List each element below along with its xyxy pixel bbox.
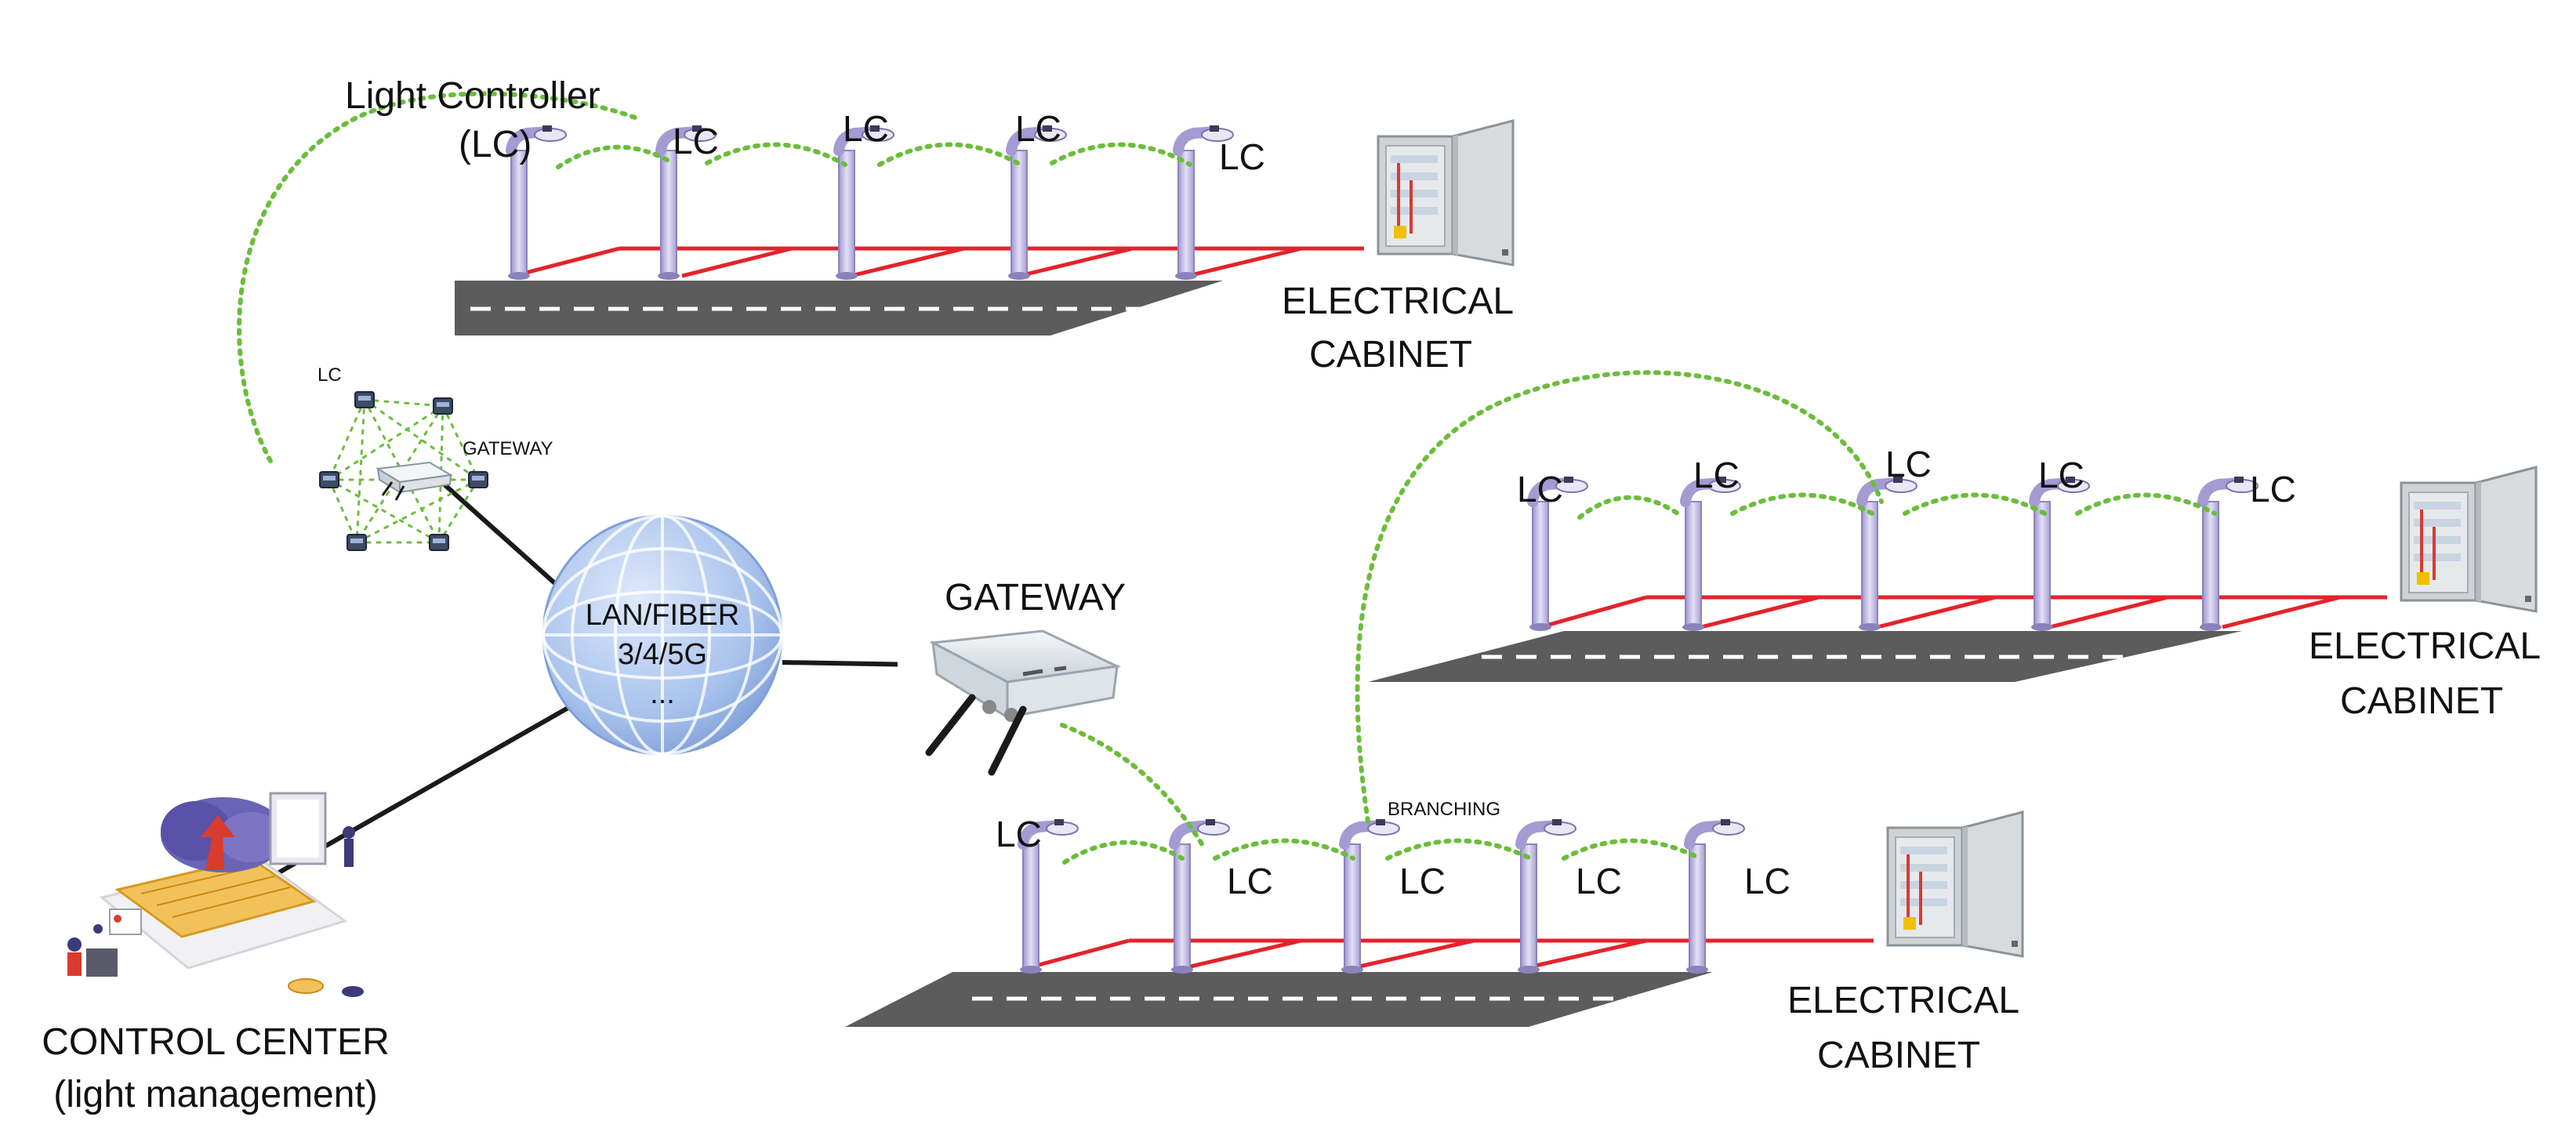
lc-label: LC [843, 108, 889, 149]
control-center-subtitle: (light management) [53, 1074, 378, 1115]
electrical-cabinet-label: ELECTRICAL [1787, 980, 2019, 1021]
lc-label: LC [1693, 455, 1740, 495]
gateway-small-label: GATEWAY [463, 438, 553, 459]
road-bottom [845, 972, 1713, 1027]
branching-label: BRANCHING [1388, 799, 1500, 820]
labels: Light Controller (LC) LC LC LC LC ELECTR… [42, 75, 2541, 1115]
lc-label: LC [1015, 108, 1061, 149]
network-type-label: ... [650, 677, 675, 710]
lc-label: LC [2038, 455, 2084, 495]
lc-label: LC [1399, 861, 1446, 901]
power-wire-right [1540, 595, 2387, 629]
power-wire-top [513, 246, 1368, 278]
mesh-links [237, 91, 2217, 865]
electrical-cabinet-label: ELECTRICAL [2309, 626, 2541, 667]
street-right [1368, 461, 2549, 682]
gateway-device-icon [898, 604, 1125, 780]
lc-label: LC [1219, 136, 1265, 177]
lc-label: LC [673, 121, 719, 161]
street-bottom [845, 806, 2036, 1027]
lc-label: LC [1744, 861, 1791, 901]
electrical-cabinet-label: CABINET [1817, 1035, 1980, 1076]
lc-label: LC [1517, 469, 1563, 510]
lc-label: LC [996, 814, 1042, 854]
electrical-cabinet-icon [1872, 806, 2036, 962]
lc-cluster-label: LC [317, 364, 342, 386]
lc-label: LC [2250, 469, 2296, 510]
power-wire-bottom [1026, 938, 1878, 970]
gateway-label: GATEWAY [945, 577, 1126, 618]
lc-label: LC [1576, 861, 1622, 901]
lc-label: LC [1885, 444, 1932, 484]
lc-label: LC [1227, 861, 1273, 901]
lc-mesh-cluster [319, 391, 488, 551]
electrical-cabinet-label: CABINET [2340, 680, 2503, 722]
control-center-icon [67, 792, 364, 997]
electrical-cabinet-label: ELECTRICAL [1282, 281, 1514, 322]
control-center-label: CONTROL CENTER [42, 1021, 390, 1063]
electrical-cabinet-label: CABINET [1309, 334, 1472, 375]
light-controller-abbr-label: (LC) [459, 124, 532, 165]
network-type-label: 3/4/5G [618, 638, 707, 671]
network-type-label: LAN/FIBER [586, 599, 739, 632]
electrical-cabinet-icon [2386, 461, 2549, 617]
gateway-small-icon [376, 461, 453, 501]
light-controller-label: Light Controller [345, 75, 600, 117]
street-top [455, 114, 1526, 335]
road-top [455, 281, 1223, 335]
globe-icon [542, 514, 783, 756]
electrical-cabinet-icon [1362, 114, 1526, 270]
